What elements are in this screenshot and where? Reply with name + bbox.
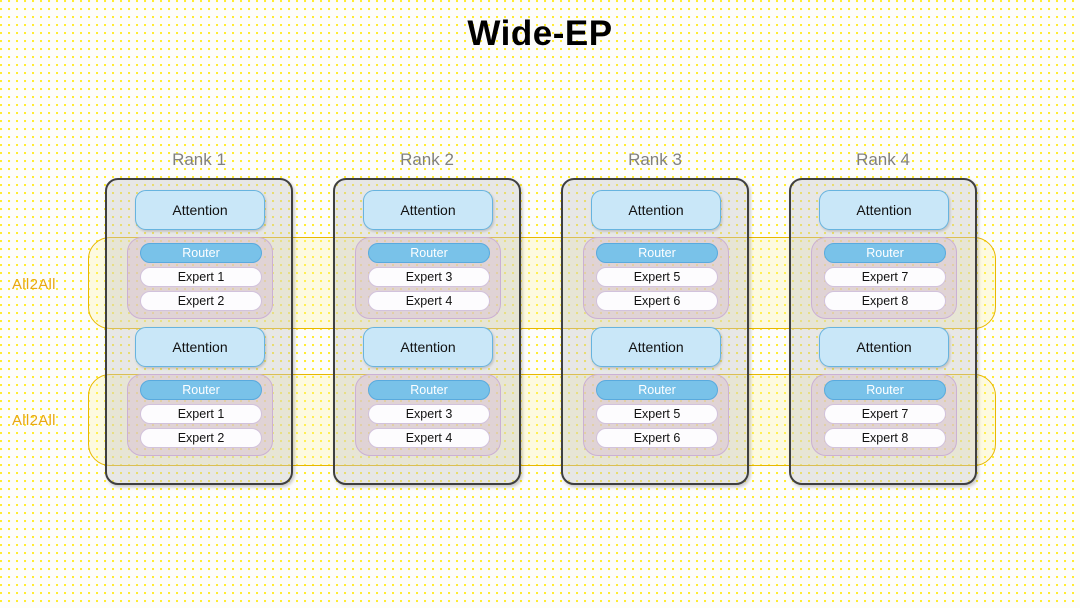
router-block-r3-l2[interactable]: Router — [596, 380, 718, 400]
expert-block-r2-l2-1[interactable]: Expert 3 — [368, 404, 490, 424]
rank-title-1: Rank 1 — [172, 150, 226, 169]
router-block-r2-l1[interactable]: Router — [368, 243, 490, 263]
attention-block-r4-l2[interactable]: Attention — [819, 327, 949, 367]
expert-block-r1-l2-1[interactable]: Expert 1 — [140, 404, 262, 424]
rank-title-2: Rank 2 — [400, 150, 454, 169]
all2all-label-1: All2All — [12, 276, 56, 293]
attention-block-r3-l1[interactable]: Attention — [591, 190, 721, 230]
router-block-r3-l1[interactable]: Router — [596, 243, 718, 263]
expert-block-r1-l2-2[interactable]: Expert 2 — [140, 428, 262, 448]
expert-block-r2-l2-2[interactable]: Expert 4 — [368, 428, 490, 448]
attention-block-r1-l1[interactable]: Attention — [135, 190, 265, 230]
expert-block-r2-l1-1[interactable]: Expert 3 — [368, 267, 490, 287]
router-block-r4-l2[interactable]: Router — [824, 380, 946, 400]
attention-block-r2-l1[interactable]: Attention — [363, 190, 493, 230]
expert-block-r3-l1-2[interactable]: Expert 6 — [596, 291, 718, 311]
rank-title-3: Rank 3 — [628, 150, 682, 169]
expert-block-r3-l2-1[interactable]: Expert 5 — [596, 404, 718, 424]
expert-block-r2-l1-2[interactable]: Expert 4 — [368, 291, 490, 311]
rank-title-4: Rank 4 — [856, 150, 910, 169]
router-block-r1-l2[interactable]: Router — [140, 380, 262, 400]
router-block-r1-l1[interactable]: Router — [140, 243, 262, 263]
attention-block-r1-l2[interactable]: Attention — [135, 327, 265, 367]
expert-block-r4-l1-2[interactable]: Expert 8 — [824, 291, 946, 311]
attention-block-r4-l1[interactable]: Attention — [819, 190, 949, 230]
expert-block-r1-l1-2[interactable]: Expert 2 — [140, 291, 262, 311]
attention-block-r3-l2[interactable]: Attention — [591, 327, 721, 367]
expert-block-r3-l2-2[interactable]: Expert 6 — [596, 428, 718, 448]
expert-block-r3-l1-1[interactable]: Expert 5 — [596, 267, 718, 287]
router-block-r2-l2[interactable]: Router — [368, 380, 490, 400]
page-title: Wide-EP — [467, 14, 613, 53]
expert-block-r4-l2-1[interactable]: Expert 7 — [824, 404, 946, 424]
attention-block-r2-l2[interactable]: Attention — [363, 327, 493, 367]
expert-block-r4-l2-2[interactable]: Expert 8 — [824, 428, 946, 448]
expert-block-r1-l1-1[interactable]: Expert 1 — [140, 267, 262, 287]
all2all-label-2: All2All — [12, 412, 56, 429]
expert-block-r4-l1-1[interactable]: Expert 7 — [824, 267, 946, 287]
router-block-r4-l1[interactable]: Router — [824, 243, 946, 263]
